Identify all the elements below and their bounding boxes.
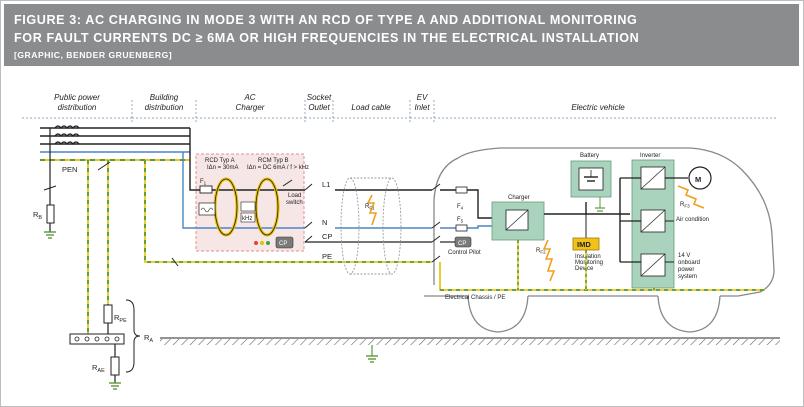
f4-label: F4 xyxy=(457,204,464,211)
fault-current-rf3 xyxy=(677,185,705,209)
imd-desc-1: Insulation xyxy=(575,254,601,260)
rpe-resistor xyxy=(103,304,113,324)
inverter-converters xyxy=(640,166,666,277)
rcd-relay-box xyxy=(198,202,216,216)
rcm-type-b-label: RCM Typ B xyxy=(258,158,289,164)
section-public-power-label-2: distribution xyxy=(58,103,97,112)
charger-label: Charger xyxy=(508,195,530,201)
battery-ground xyxy=(595,197,605,212)
figure-header: FIGURE 3: AC CHARGING IN MODE 3 WITH AN … xyxy=(4,4,799,66)
charger-cp-label: CP xyxy=(279,241,287,247)
section-building-label-2: distribution xyxy=(145,103,184,112)
n-label: N xyxy=(322,218,327,227)
section-dividers xyxy=(22,100,776,124)
vehicle-rear-wheel xyxy=(467,295,529,333)
power-bus xyxy=(40,127,190,161)
rpe-label: RPE xyxy=(114,313,127,324)
vehicle-front-wheel xyxy=(657,295,721,333)
section-electric-vehicle-label: Electric vehicle xyxy=(571,103,625,112)
section-public-power-label: Public power xyxy=(54,93,100,102)
battery-symbol xyxy=(578,167,604,191)
fuse-f1 xyxy=(199,185,213,194)
rb-resistor xyxy=(43,166,57,239)
pe-distribution-line xyxy=(87,160,330,340)
rf1-label: RF1 xyxy=(365,204,375,211)
rcm-type-b-spec: IΔn = DC 6mA / f > kHz xyxy=(247,165,309,171)
figure-credit: [GRAPHIC, BENDER GRUENBERG] xyxy=(14,50,173,60)
motor-label: M xyxy=(695,175,701,184)
cp-label: CP xyxy=(322,232,332,241)
rae-label: RAE xyxy=(92,363,105,374)
ra-brace xyxy=(125,299,141,373)
transformer-coils xyxy=(49,125,80,166)
imd-desc-3: Device xyxy=(575,266,594,272)
vehicle-cp-label: CP xyxy=(458,241,466,247)
air-condition-label: Air condition xyxy=(676,217,709,223)
vehicle-outline xyxy=(424,147,775,297)
ev-inlet-contacts xyxy=(431,183,441,263)
f1-label: F1 xyxy=(200,179,207,186)
rcm-khz-box xyxy=(240,212,256,223)
section-ev-inlet-label-2: Inlet xyxy=(414,103,430,112)
section-socket-outlet-label-2: Outlet xyxy=(308,103,330,112)
section-ac-charger-label: AC xyxy=(243,93,255,102)
rae-resistor xyxy=(110,356,120,376)
rcd-type-a-spec: IΔn = 30mA xyxy=(207,165,239,171)
pe-label: PE xyxy=(322,252,332,261)
ground-surface xyxy=(160,337,780,345)
motor-symbol xyxy=(688,166,712,190)
rf3-label: RF3 xyxy=(680,202,690,209)
inverter-label: Inverter xyxy=(640,153,660,159)
section-load-cable-label: Load cable xyxy=(351,103,391,112)
section-building-label: Building xyxy=(150,93,179,102)
control-pilot-label: Control Pilot xyxy=(448,250,481,256)
f5-label: F5 xyxy=(457,217,464,224)
figure-title-line-1: FIGURE 3: AC CHARGING IN MODE 3 WITH AN … xyxy=(14,13,638,27)
onboard-label-4: system xyxy=(678,274,697,280)
pe-conductor xyxy=(330,261,765,291)
battery-label: Battery xyxy=(580,153,599,159)
charger-cp-module xyxy=(254,236,294,249)
vehicle-cp-module xyxy=(454,236,472,248)
earthing-bar-terminals xyxy=(74,336,120,342)
pen-label: PEN xyxy=(62,165,77,174)
rcm-dc-box xyxy=(240,201,256,212)
rf2-label: RF2 xyxy=(536,248,546,255)
fuse-f5 xyxy=(455,224,468,232)
section-ev-inlet-label: EV xyxy=(417,93,428,102)
fault-current-rf1 xyxy=(366,194,378,226)
onboard-14v-label: 14 V xyxy=(678,253,690,259)
chassis-drops xyxy=(517,240,655,290)
imd-desc-2: Monitoring xyxy=(575,260,603,266)
vehicle-ground-symbol xyxy=(366,345,378,363)
rcd-type-a-label: RCD Typ A xyxy=(205,158,235,164)
section-ac-charger-label-2: Charger xyxy=(236,103,265,112)
rb-label: RB xyxy=(33,210,42,221)
load-cable xyxy=(340,177,402,275)
onboard-label-3: power xyxy=(678,267,694,273)
ra-label: RA xyxy=(144,333,153,344)
imd-label: IMD xyxy=(577,240,591,249)
fuse-f4 xyxy=(455,186,468,194)
socket-outlet-contacts xyxy=(304,183,313,243)
load-switch-label: Load xyxy=(288,193,301,199)
chassis-label: Electrical Chassis / PE xyxy=(445,295,505,301)
load-switch-contact xyxy=(282,179,293,187)
section-socket-outlet-label: Socket xyxy=(307,93,332,102)
fault-current-rf2 xyxy=(542,239,556,282)
onboard-label-2: onboard xyxy=(678,260,700,266)
load-switch-label-2: switch xyxy=(286,200,303,206)
khz-label: kHz xyxy=(242,216,252,222)
figure-title-line-2: FOR FAULT CURRENTS DC ≥ 6MA OR HIGH FREQ… xyxy=(14,31,640,45)
rcm-type-b-core-outline xyxy=(255,178,279,236)
l1-label: L1 xyxy=(322,180,330,189)
